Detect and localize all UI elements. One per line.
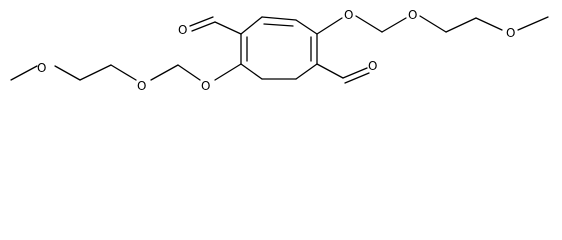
bond-o-ch2 [177, 64, 201, 81]
ring-bond-top-right [261, 16, 297, 21]
oxygen-label: O [408, 8, 417, 22]
bond-ring-to-cho-bottom [316, 63, 344, 79]
bond-ch2-o [150, 64, 179, 81]
ring-bond-top-left [240, 16, 263, 35]
ring-bond-left-lower [240, 63, 263, 80]
bond-ch2-o [381, 17, 407, 33]
bond-ring-to-o [214, 63, 242, 81]
oxygen-label: O [344, 8, 353, 22]
left-ether-chain: O O O [10, 61, 242, 93]
bond-o-ch2 [419, 15, 447, 33]
bond-co-double-top-a [191, 21, 216, 32]
ring-bond-right-upper [295, 19, 318, 35]
oxygen-label: O [506, 26, 515, 40]
bond-o-ch3 [10, 65, 38, 81]
bond-co-double-bottom-a [342, 67, 368, 79]
oxygen-label: O [37, 61, 46, 75]
bond-ring-to-o [316, 17, 343, 35]
bond-ch2-ch2 [79, 64, 112, 81]
oxygen-label: O [201, 79, 210, 93]
ring-bond-bottom-right [295, 63, 318, 80]
chemical-structure: O O O O O O O O [10, 8, 549, 93]
right-ether-chain: O O O [316, 8, 549, 40]
bond-co-double-bottom-b [344, 72, 370, 84]
benzene-ring [240, 16, 318, 80]
bond-ch2-ch2 [445, 17, 477, 33]
bond-o-ch2 [110, 64, 137, 81]
bond-co-double-top-b [189, 16, 214, 27]
bond-ch2-o [475, 17, 503, 31]
oxygen-label: O [137, 79, 146, 93]
oxygen-label: O [368, 59, 377, 73]
oxygen-label: O [178, 23, 187, 37]
bond-o-ch3 [517, 16, 549, 31]
bond-o-ch2 [355, 15, 383, 33]
bond-ch2-o [54, 65, 81, 81]
bond-ring-to-cho-top [214, 21, 242, 35]
aldehyde-top: O [178, 16, 242, 37]
ring-inner-double-top [263, 23, 294, 27]
aldehyde-bottom: O [316, 59, 377, 84]
